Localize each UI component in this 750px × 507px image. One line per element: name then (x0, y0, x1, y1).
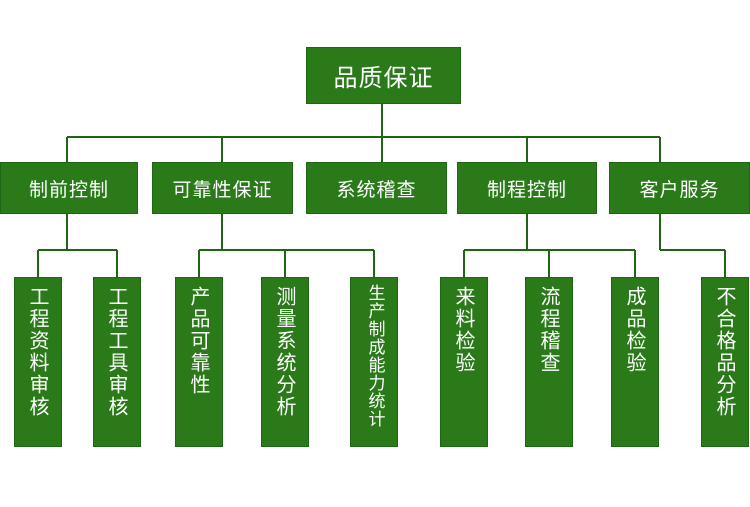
leaf-node-label: 产品可靠性 (187, 286, 211, 396)
leaf-node-label: 测量系统分析 (273, 286, 297, 418)
leaf-node: 产品可靠性 (175, 277, 223, 447)
branch-node-label: 可靠性保证 (172, 178, 273, 201)
leaf-node: 生产制成能力统计 (350, 277, 398, 447)
branch-node: 可靠性保证 (152, 162, 293, 214)
leaf-node: 流程稽查 (525, 277, 573, 447)
branch-node-label: 制程控制 (486, 178, 567, 201)
leaf-node-label: 不合格品分析 (713, 286, 737, 418)
branch-node: 制程控制 (457, 162, 597, 214)
root-node: 品质保证 (306, 47, 461, 104)
leaf-node: 不合格品分析 (701, 277, 749, 447)
leaf-node-label: 生产制成能力统计 (364, 284, 385, 428)
leaf-node-label: 成品检验 (623, 286, 647, 374)
branch-node: 客户服务 (609, 162, 750, 214)
leaf-node: 工程资料审核 (14, 277, 62, 447)
leaf-node: 工程工具审核 (93, 277, 141, 447)
branch-node-label: 制前控制 (28, 178, 109, 201)
leaf-node: 成品检验 (611, 277, 659, 447)
branch-node-label: 系统稽查 (336, 178, 417, 201)
branch-node: 系统稽查 (306, 162, 447, 214)
branch-node: 制前控制 (0, 162, 138, 214)
leaf-node-label: 工程资料审核 (26, 286, 50, 418)
root-node-label: 品质保证 (333, 64, 434, 92)
leaf-node-label: 工程工具审核 (105, 286, 129, 418)
leaf-node-label: 来料检验 (452, 286, 476, 374)
leaf-node: 测量系统分析 (261, 277, 309, 447)
leaf-node: 来料检验 (440, 277, 488, 447)
leaf-node-label: 流程稽查 (537, 286, 561, 374)
branch-node-label: 客户服务 (639, 178, 720, 201)
